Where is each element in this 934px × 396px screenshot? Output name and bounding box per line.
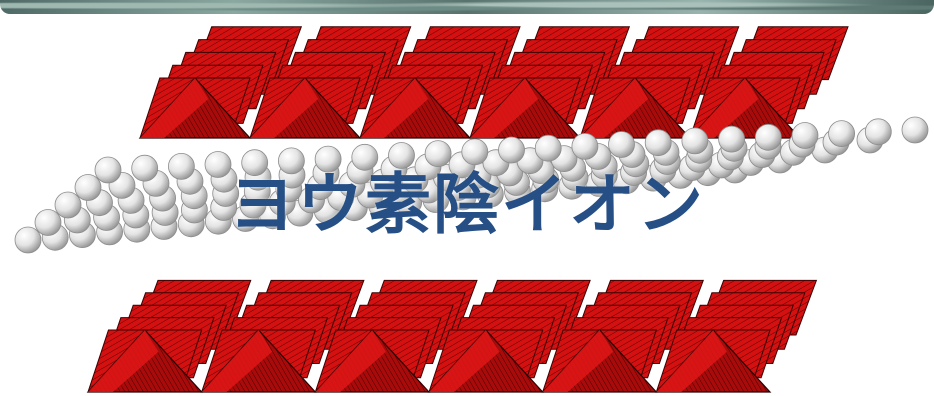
octahedron-highlight: [140, 78, 209, 138]
iodide-sphere-icon: [241, 149, 269, 177]
octahedron-highlight: [580, 78, 649, 138]
iodide-sphere-icon: [167, 152, 195, 180]
iodide-sphere-icon: [424, 140, 452, 168]
iodide-sphere-icon: [388, 142, 415, 169]
iodide-sphere-icon: [534, 134, 562, 162]
iodide-sphere-icon: [608, 131, 635, 158]
octahedron-highlight: [360, 78, 429, 138]
iodide-sphere-icon: [314, 145, 342, 173]
iodide-sphere-icon: [14, 226, 42, 254]
iodide-sphere-icon: [901, 116, 929, 144]
headline-label: ヨウ素陰イオン: [229, 166, 705, 243]
octahedron-highlight: [88, 330, 159, 392]
octahedron-highlight: [315, 330, 386, 392]
octahedron-highlight: [542, 330, 614, 392]
octahedron-highlight: [250, 78, 319, 138]
iodide-sphere-icon: [277, 147, 305, 175]
iodide-sphere-icon: [828, 120, 855, 148]
iodide-sphere-icon: [54, 191, 82, 219]
iodide-sphere-icon: [498, 136, 525, 164]
iodide-sphere-icon: [791, 122, 819, 149]
octahedron-highlight: [690, 78, 759, 138]
iodide-sphere-icon: [461, 138, 489, 166]
iodide-sphere-icon: [754, 123, 782, 151]
iodide-sphere-icon: [34, 209, 62, 236]
octahedra-layer-bottom: [86, 279, 818, 393]
iodide-sphere-icon: [94, 156, 122, 184]
octahedra-layer-top: [138, 26, 849, 139]
octahedron-highlight: [656, 330, 727, 392]
iodide-sphere-icon: [681, 127, 709, 155]
iodide-sphere-icon: [864, 118, 892, 146]
iodide-sphere-icon: [351, 143, 379, 171]
iodide-sphere-icon: [644, 129, 672, 157]
iodide-sphere-icon: [571, 132, 599, 160]
iodide-sphere-icon: [204, 151, 232, 178]
iodide-layer: [14, 116, 929, 254]
iodide-sphere-icon: [74, 174, 102, 201]
octahedron-highlight: [429, 330, 500, 392]
iodide-sphere-icon: [718, 125, 745, 153]
background-photo-strip: [0, 0, 934, 14]
iodide-sphere-icon: [131, 154, 159, 182]
octahedron-highlight: [201, 330, 273, 392]
octahedron-highlight: [470, 78, 539, 138]
